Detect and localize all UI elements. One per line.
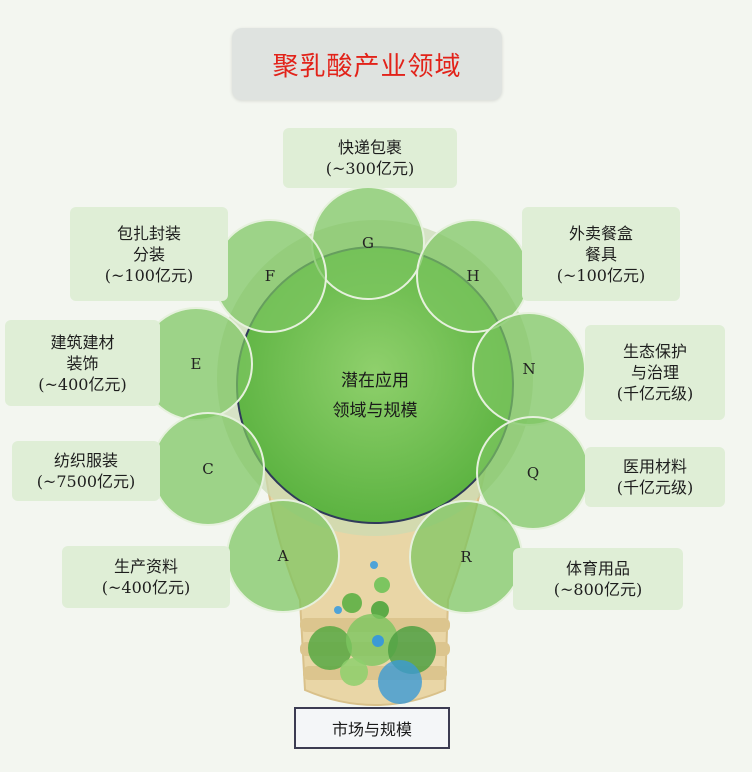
node-letter-g: G <box>362 234 374 252</box>
page-title: 聚乳酸产业领域 <box>232 28 502 100</box>
node-letter-h: H <box>466 267 479 285</box>
node-circles: G F H E N C Q A R <box>139 186 590 614</box>
label-takeout-tableware: 外卖餐盒 餐具 (~100亿元) <box>522 207 680 301</box>
node-letter-e: E <box>191 355 202 373</box>
label-sporting-goods: 体育用品 (~800亿元) <box>513 548 683 610</box>
market-scale-box: 市场与规模 <box>294 707 450 749</box>
node-letter-n: N <box>522 360 535 378</box>
node-letter-r: R <box>460 548 472 566</box>
decorative-bubbles <box>308 561 436 704</box>
node-letter-a: A <box>277 547 289 565</box>
label-building-materials: 建筑建材 装饰 (~400亿元) <box>5 320 160 406</box>
label-production-materials: 生产资料 (~400亿元) <box>62 546 230 608</box>
label-medical-materials: 医用材料 (千亿元级) <box>585 447 725 507</box>
label-textiles: 纺织服装 (~7500亿元) <box>12 441 160 501</box>
center-text: 潜在应用 领域与规模 <box>332 371 418 421</box>
node-letter-c: C <box>202 460 213 478</box>
label-express-parcel: 快递包裹 (~300亿元) <box>283 128 457 188</box>
label-packaging: 包扎封装 分装 (~100亿元) <box>70 207 228 301</box>
label-ecological-protection: 生态保护 与治理 (千亿元级) <box>585 325 725 420</box>
node-letter-q: Q <box>527 464 539 482</box>
node-letter-f: F <box>265 267 275 285</box>
